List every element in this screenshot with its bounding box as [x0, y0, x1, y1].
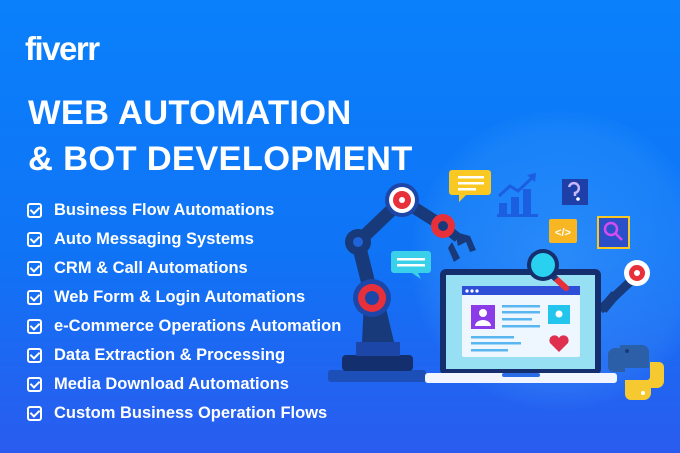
checkbox-icon — [27, 348, 42, 363]
title-line-2: & BOT DEVELOPMENT — [28, 140, 413, 178]
list-item: e-Commerce Operations Automation — [27, 312, 341, 341]
robot-arm-icon — [328, 183, 476, 382]
svg-text:</>: </> — [555, 227, 571, 239]
title-line-1: WEB AUTOMATION — [28, 94, 352, 132]
service-label: e-Commerce Operations Automation — [54, 317, 342, 335]
chat-bubble-icon — [449, 170, 491, 202]
magnifier-icon — [527, 249, 569, 291]
page-title: WEB AUTOMATION & BOT DEVELOPMENT — [28, 90, 413, 182]
message-bubble-icon — [391, 251, 431, 279]
service-label: Web Form & Login Automations — [54, 288, 306, 306]
growth-chart-icon — [497, 173, 538, 217]
service-label: Media Download Automations — [54, 375, 289, 393]
service-label: Data Extraction & Processing — [54, 346, 286, 364]
checkbox-icon — [27, 232, 42, 247]
list-item: CRM & Call Automations — [27, 254, 341, 283]
heart-icon — [549, 335, 569, 352]
service-label: Business Flow Automations — [54, 201, 275, 219]
code-icon: </> — [549, 219, 577, 243]
python-logo-icon — [608, 345, 664, 400]
question-icon — [562, 179, 588, 205]
laptop-icon — [425, 269, 617, 383]
list-item: Business Flow Automations — [27, 196, 341, 225]
list-item: Data Extraction & Processing — [27, 341, 341, 370]
service-label: Custom Business Operation Flows — [54, 404, 328, 422]
list-item: Web Form & Login Automations — [27, 283, 341, 312]
services-list: Business Flow Automations Auto Messaging… — [27, 196, 341, 428]
service-label: CRM & Call Automations — [54, 259, 248, 277]
checkbox-icon — [27, 377, 42, 392]
robot-arm-right-icon — [596, 260, 650, 314]
list-item: Media Download Automations — [27, 370, 341, 399]
fiverr-logo: fiverr — [25, 30, 100, 67]
checkbox-icon — [27, 203, 42, 218]
checkbox-icon — [27, 319, 42, 334]
list-item: Custom Business Operation Flows — [27, 399, 341, 428]
service-label: Auto Messaging Systems — [54, 230, 254, 248]
checkbox-icon — [27, 290, 42, 305]
checkbox-icon — [27, 406, 42, 421]
search-icon — [597, 216, 630, 249]
checkbox-icon — [27, 261, 42, 276]
list-item: Auto Messaging Systems — [27, 225, 341, 254]
